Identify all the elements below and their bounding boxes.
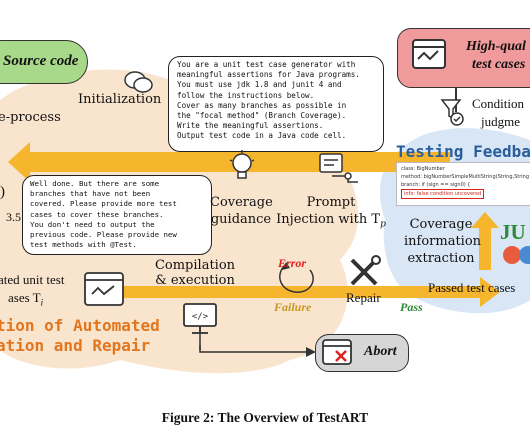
failure-label: Failure	[274, 300, 312, 314]
gen-title-line1: tion of Automated	[0, 316, 160, 335]
feedback-prompt-bubble: Well done. But there are some branches t…	[22, 175, 212, 255]
chat-icon	[124, 71, 153, 93]
prompt-injection-sub: p	[380, 219, 386, 230]
feedback-line: previous code. Please provide new	[30, 230, 177, 240]
side-paren: )	[0, 184, 5, 200]
lightbulb-icon	[229, 150, 255, 179]
cases-label: ases Ti	[8, 290, 43, 308]
up-arrow	[471, 212, 499, 270]
preprocess-label: e-process	[0, 110, 61, 125]
source-code-label: Source code	[3, 53, 79, 69]
high-quality-label-2: test cases	[472, 57, 526, 72]
compile-arrow	[120, 277, 500, 307]
feedback-line: branches that have not been	[30, 189, 151, 199]
cases-sub: i	[40, 297, 44, 308]
prompt-line: Output test code in a Java code cell.	[177, 131, 347, 141]
high-quality-label: High-qual	[466, 39, 526, 54]
source-code-node: Source code	[0, 40, 88, 84]
passed-tests-label: Passed test cases	[428, 280, 516, 295]
coverage-guidance-label: Coverage guidance	[210, 195, 273, 227]
injection-icon	[319, 153, 358, 183]
prompt-line: meaningful assertions for Java programs.	[177, 70, 360, 80]
repair-icon	[350, 255, 381, 286]
prompt-line: You are a unit test case generator with	[177, 60, 356, 69]
prompt-line: follow the instructions below.	[177, 90, 315, 100]
feedback-line: test methods with @Test.	[30, 240, 137, 250]
prompt-line: Cover as many branches as possible in	[177, 100, 347, 110]
feedback-snippet: class: BigNumber method: bigNumberSimple…	[396, 162, 530, 206]
junit-badge-icon	[503, 246, 530, 264]
pass-label: Pass	[400, 300, 423, 314]
prompt-injection-text: Prompt Injection with T	[276, 195, 381, 227]
repair-label: Repair	[346, 290, 381, 305]
generated-unit-label: ated unit test	[0, 272, 65, 287]
judgment-label: judgme	[481, 114, 520, 129]
code-icon: </>	[183, 303, 217, 334]
initial-prompt-bubble: You are a unit test case generator with …	[168, 56, 384, 152]
prompt-line: You must use jdk 1.8 and junit 4 and	[177, 80, 342, 90]
compilation-label: Compilation & execution	[154, 258, 236, 288]
feedback-line: covered. Please provide more test	[30, 199, 177, 209]
snippet-class: class: BigNumber	[401, 166, 445, 172]
abort-node: Abort	[315, 334, 409, 372]
error-loop	[279, 264, 314, 293]
feedback-line: Well done. But there are some	[30, 179, 160, 188]
filter-icon	[440, 99, 464, 126]
testing-feedback-title: Testing Feedba	[396, 142, 530, 161]
snippet-info: info: false condition uncovered	[401, 189, 485, 199]
snippet-branch: branch: if (sign == sign0) {	[401, 182, 471, 188]
feedback-line: cases to cover these branches.	[30, 209, 164, 219]
browser-icon	[412, 39, 446, 69]
cases-text: ases T	[8, 290, 41, 305]
abort-browser-icon	[322, 339, 352, 365]
junit-text: JU	[500, 220, 526, 244]
condition-label: Condition	[472, 96, 525, 111]
test-window-icon	[84, 272, 124, 306]
figure-caption: Figure 2: The Overview of TestART	[161, 410, 369, 425]
feedback-line: You don't need to output the	[30, 219, 155, 229]
junit-logo: JU	[500, 220, 530, 276]
snippet-method: method: bigNumberSimpleMultiString(Strin…	[401, 174, 530, 180]
svg-text:</>: </>	[192, 312, 209, 322]
abort-label: Abort	[364, 344, 397, 359]
prompt-injection-label: Prompt Injection with Tp	[276, 194, 386, 234]
high-quality-node: High-qual test cases	[397, 28, 530, 88]
side-number: 3.5	[6, 210, 21, 224]
prompt-line: Write the meaningful assertions.	[177, 121, 324, 131]
error-label: Error	[278, 256, 307, 270]
coverage-info-label: Coverage information extraction	[404, 217, 482, 266]
prompt-line: the "focal method" (Branch Coverage).	[177, 111, 347, 121]
gen-title-line2: ation and Repair	[0, 336, 151, 355]
initialization-label: Initialization	[78, 92, 162, 107]
